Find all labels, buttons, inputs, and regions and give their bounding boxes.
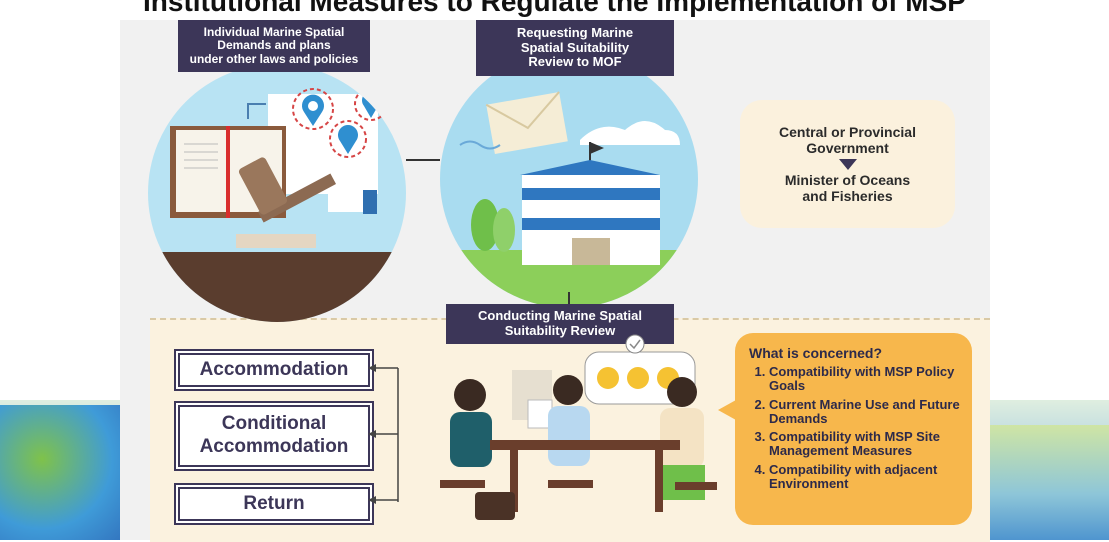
- building-scene: [440, 91, 698, 308]
- down-triangle-icon: [838, 159, 857, 171]
- connector-line: [406, 159, 440, 161]
- individual-demands-box: Individual Marine Spatial Demands and pl…: [178, 20, 370, 72]
- stool: [548, 480, 593, 488]
- gavel-icon: [238, 157, 377, 223]
- briefcase-icon: [475, 492, 515, 520]
- slide-title: Institutional Measures to Regulate the I…: [143, 0, 966, 17]
- accommodation-label: Accommodation: [199, 358, 349, 380]
- return-box: Return: [178, 487, 370, 521]
- cloud: [580, 121, 680, 145]
- background-decoration-left: [0, 405, 140, 540]
- gavel-block: [236, 234, 316, 248]
- conducting-review-line-2: Suitability Review: [504, 323, 616, 338]
- requesting-review-line-2: Spatial Suitability: [520, 39, 630, 55]
- government-box: Central or Provincial Government Ministe…: [740, 100, 955, 228]
- arrow-connector: [247, 103, 266, 119]
- concern-item: Compatibility with MSP Policy Goals: [769, 364, 962, 394]
- conditional-label-line-1: Conditional: [221, 413, 327, 435]
- government-line-4: and Fisheries: [802, 188, 893, 205]
- meeting-illustration: [440, 334, 717, 520]
- accommodation-box: Accommodation: [178, 353, 370, 387]
- law-scene: [148, 87, 406, 322]
- building-illustration-circle: [440, 50, 698, 308]
- requesting-review-line-1: Requesting Marine: [516, 25, 634, 41]
- individual-demands-line-2: Demands and plans: [217, 38, 331, 53]
- meeting-table: [490, 440, 680, 450]
- meeting-people-icon: [450, 375, 705, 500]
- checkmark-icon: [625, 334, 645, 354]
- government-building-icon: [520, 160, 660, 265]
- concerns-heading: What is concerned?: [749, 345, 883, 361]
- individual-demands-line-1: Individual Marine Spatial: [203, 24, 345, 39]
- concern-item: Compatibility with MSP Site Management M…: [769, 430, 962, 459]
- wind-lines: [459, 140, 501, 150]
- conditional-accommodation-box: Conditional Accommodation: [178, 405, 370, 467]
- individual-demands-line-3: under other laws and policies: [189, 51, 359, 66]
- location-pin-icon: [329, 120, 367, 158]
- conditional-label-line-2: Accommodation: [199, 436, 349, 457]
- requesting-review-line-3: Review to MOF: [528, 54, 622, 70]
- concerns-list: Compatibility with MSP Policy Goals Curr…: [735, 364, 972, 492]
- map-paper: [268, 94, 378, 194]
- envelope-icon: [485, 91, 568, 155]
- concerns-box: What is concerned? Compatibility with MS…: [735, 333, 972, 525]
- conducting-review-line-1: Conducting Marine Spatial: [478, 308, 642, 324]
- background-decoration-right: [980, 425, 1109, 540]
- stool: [675, 482, 717, 490]
- government-line-2: Government: [806, 140, 889, 157]
- concerns-pointer: [718, 400, 736, 420]
- return-label: Return: [243, 492, 305, 514]
- conducting-review-box: Conducting Marine Spatial Suitability Re…: [446, 304, 674, 344]
- requesting-review-box: Requesting Marine Spatial Suitability Re…: [476, 20, 674, 76]
- outcome-arrows: [368, 364, 399, 504]
- concern-item: Compatibility with adjacent Environment: [769, 462, 962, 492]
- concern-item: Current Marine Use and Future Demands: [769, 397, 962, 427]
- location-pin-icon: [292, 88, 334, 130]
- stool: [440, 480, 485, 488]
- government-line-3: Minister of Oceans: [784, 172, 911, 189]
- tree-icon: [471, 199, 515, 252]
- government-line-1: Central or Provincial: [779, 124, 916, 140]
- connector-line-vertical: [568, 292, 570, 306]
- law-illustration-circle: [148, 64, 406, 322]
